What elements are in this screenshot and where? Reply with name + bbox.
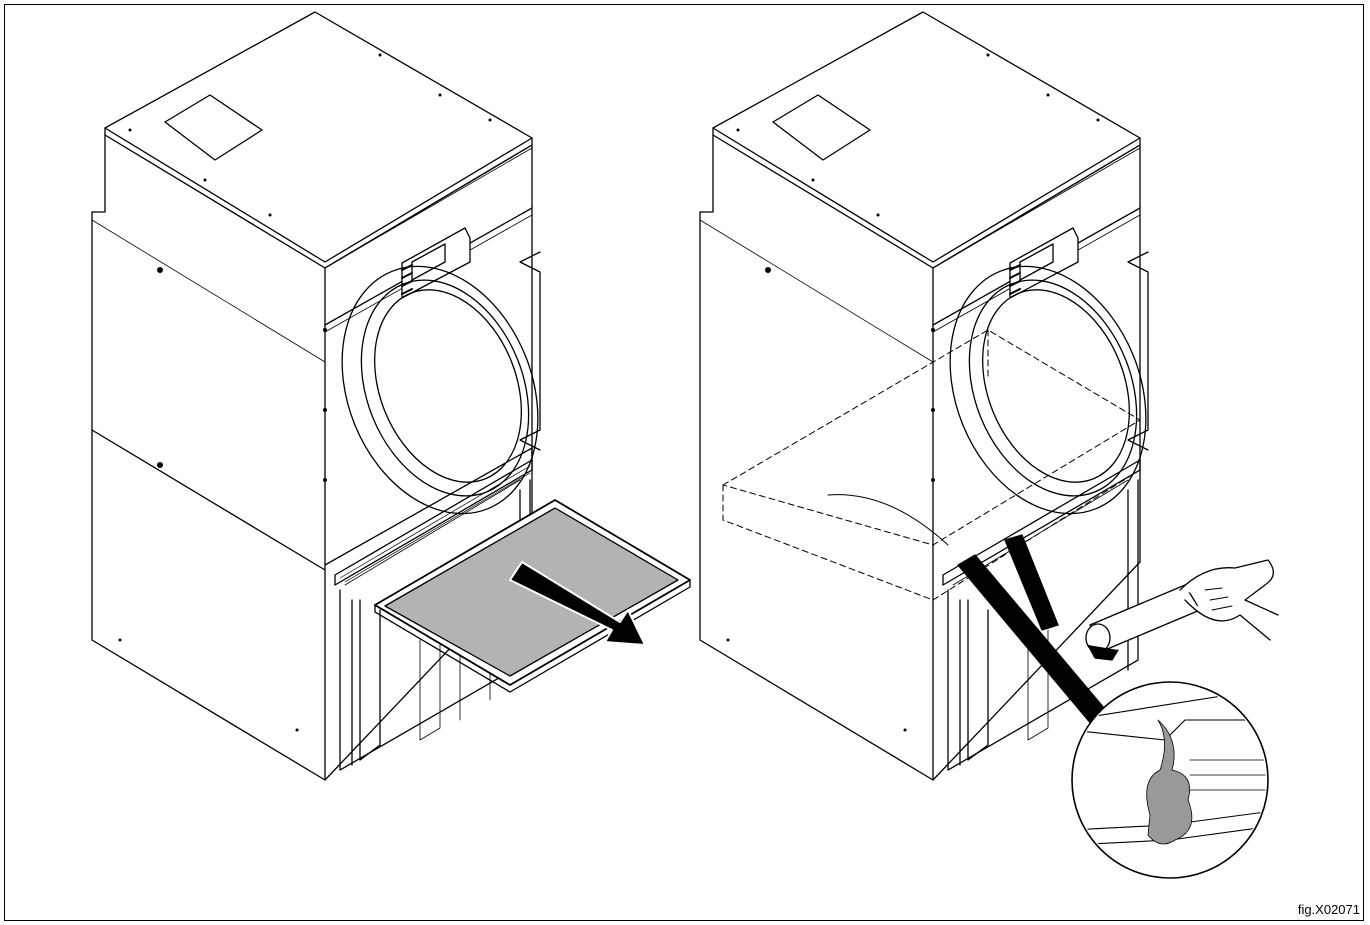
hidden-compartment-outline — [722, 329, 1141, 601]
screw-dots-right — [726, 53, 1100, 732]
dryer-left — [91, 11, 541, 781]
figure-frame — [4, 4, 1364, 921]
figure-label: fig.X02071 — [1297, 902, 1360, 917]
lint-filter — [374, 499, 691, 693]
vacuum-nozzle-icon — [1085, 559, 1279, 661]
dryer-right — [699, 11, 1149, 781]
lint-detail-magnifier-icon — [1071, 681, 1269, 879]
detail-leader-band — [957, 534, 1111, 726]
screw-dots-left — [118, 53, 492, 732]
pull-out-arrow-icon — [509, 561, 646, 646]
